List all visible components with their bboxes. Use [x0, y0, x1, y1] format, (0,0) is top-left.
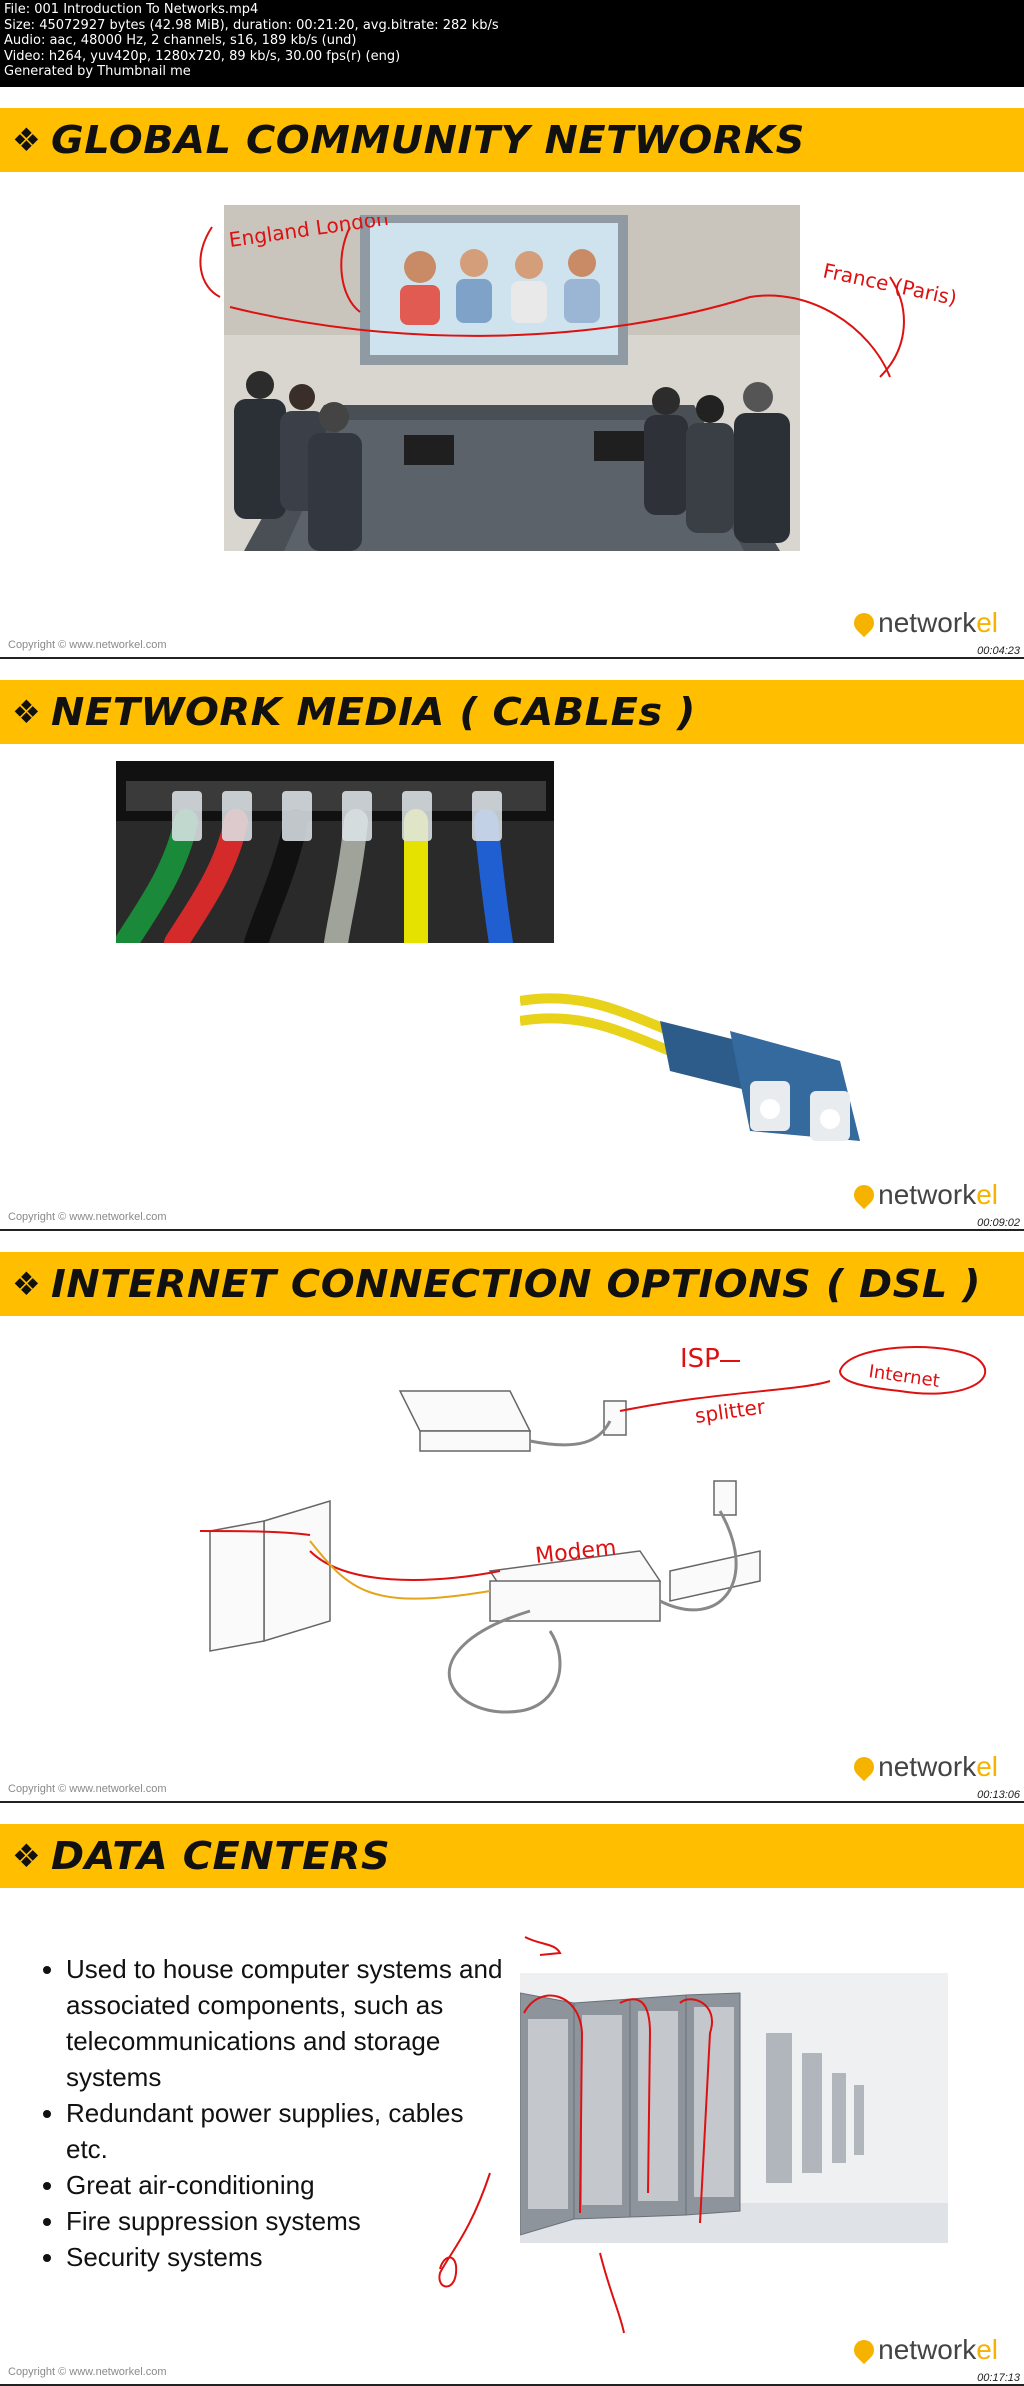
video-info-header: File: 001 Introduction To Networks.mp4 S… [0, 0, 1024, 87]
slide-title: DATA CENTERS [50, 1834, 390, 1878]
copyright-text: Copyright © www.networkel.com [8, 639, 167, 651]
red-ink-annotations [438, 1936, 625, 2334]
diamond-bullet-icon: ❖ [12, 694, 41, 730]
copyright-text: Copyright © www.networkel.com [8, 1211, 167, 1223]
header-line-file: File: 001 Introduction To Networks.mp4 [4, 2, 259, 17]
annotation-france-paris: France (Paris) [821, 258, 959, 310]
ethernet-cables-photo [116, 761, 554, 943]
logo-text-accent: el [976, 1179, 998, 1210]
annotation-splitter: splitter [693, 1394, 767, 1428]
networkel-logo: networkel [850, 2334, 998, 2366]
slide-internet-connection-dsl: ❖ INTERNET CONNECTION OPTIONS ( DSL ) [0, 1231, 1024, 1803]
slide-title-bar: ❖ NETWORK MEDIA ( CABLEs ) [0, 680, 1024, 744]
diamond-bullet-icon: ❖ [12, 122, 41, 158]
red-ink-annotations: England London France (Paris) [199, 217, 959, 378]
networkel-logo: networkel [850, 1179, 998, 1211]
annotation-isp: ISP [680, 1344, 720, 1374]
networkel-logo: networkel [850, 607, 998, 639]
copyright-text: Copyright © www.networkel.com [8, 2366, 167, 2378]
diamond-bullet-icon: ❖ [12, 1838, 41, 1874]
video-conference-photo [224, 205, 800, 551]
bullet-item: Fire suppression systems [66, 2203, 506, 2239]
bullet-item: Security systems [66, 2239, 506, 2275]
slide-title: NETWORK MEDIA ( CABLEs ) [50, 690, 696, 734]
annotation-england-london: England London [227, 217, 390, 252]
logo-text-main: network [878, 1179, 977, 1210]
fiber-optic-connector-photo [520, 971, 900, 1165]
bullet-item: Used to house computer systems and assoc… [66, 1951, 506, 2095]
header-line-size: Size: 45072927 bytes (42.98 MiB), durati… [4, 17, 499, 33]
logo-text-accent: el [976, 1751, 998, 1782]
logo-text-accent: el [976, 2334, 998, 2365]
bullet-list: Used to house computer systems and assoc… [40, 1951, 506, 2275]
location-pin-icon [850, 608, 879, 638]
header-line-audio: Audio: aac, 48000 Hz, 2 channels, s16, 1… [4, 33, 357, 48]
copyright-text: Copyright © www.networkel.com [8, 1783, 167, 1795]
logo-text-main: network [878, 1751, 977, 1782]
location-pin-icon [850, 1752, 879, 1782]
logo-text-main: network [878, 2334, 977, 2365]
slide-data-centers: ❖ DATA CENTERS Used to house computer sy… [0, 1803, 1024, 2386]
slide-title-bar: ❖ INTERNET CONNECTION OPTIONS ( DSL ) [0, 1252, 1024, 1316]
timestamp: 00:17:13 [975, 2372, 1022, 2384]
header-line-video: Video: h264, yuv420p, 1280x720, 89 kb/s,… [4, 48, 401, 64]
slide-title: INTERNET CONNECTION OPTIONS ( DSL ) [50, 1262, 981, 1306]
slide-title-bar: ❖ DATA CENTERS [0, 1824, 1024, 1888]
location-pin-icon [850, 2335, 879, 2365]
timestamp: 00:09:02 [975, 1217, 1022, 1229]
slide-title-bar: ❖ GLOBAL COMMUNITY NETWORKS [0, 108, 1024, 172]
logo-text-main: network [878, 607, 977, 638]
slide-network-media: ❖ NETWORK MEDIA ( CABLEs ) [0, 659, 1024, 1231]
logo-text-accent: el [976, 607, 998, 638]
header-line-generator: Generated by Thumbnail me [4, 64, 191, 79]
timestamp: 00:13:06 [975, 1789, 1022, 1801]
slide-global-community-networks: ❖ GLOBAL COMMUNITY NETWORKS England Lond… [0, 87, 1024, 659]
timestamp: 00:04:23 [975, 645, 1022, 657]
dsl-setup-diagram: ISP Internet splitter Modem [200, 1344, 987, 1714]
location-pin-icon [850, 1180, 879, 1210]
bullet-item: Redundant power supplies, cables etc. [66, 2095, 506, 2167]
networkel-logo: networkel [850, 1751, 998, 1783]
diamond-bullet-icon: ❖ [12, 1266, 41, 1302]
slide-title: GLOBAL COMMUNITY NETWORKS [50, 118, 805, 162]
bullet-item: Great air-conditioning [66, 2167, 506, 2203]
server-room-photo [520, 1973, 948, 2243]
